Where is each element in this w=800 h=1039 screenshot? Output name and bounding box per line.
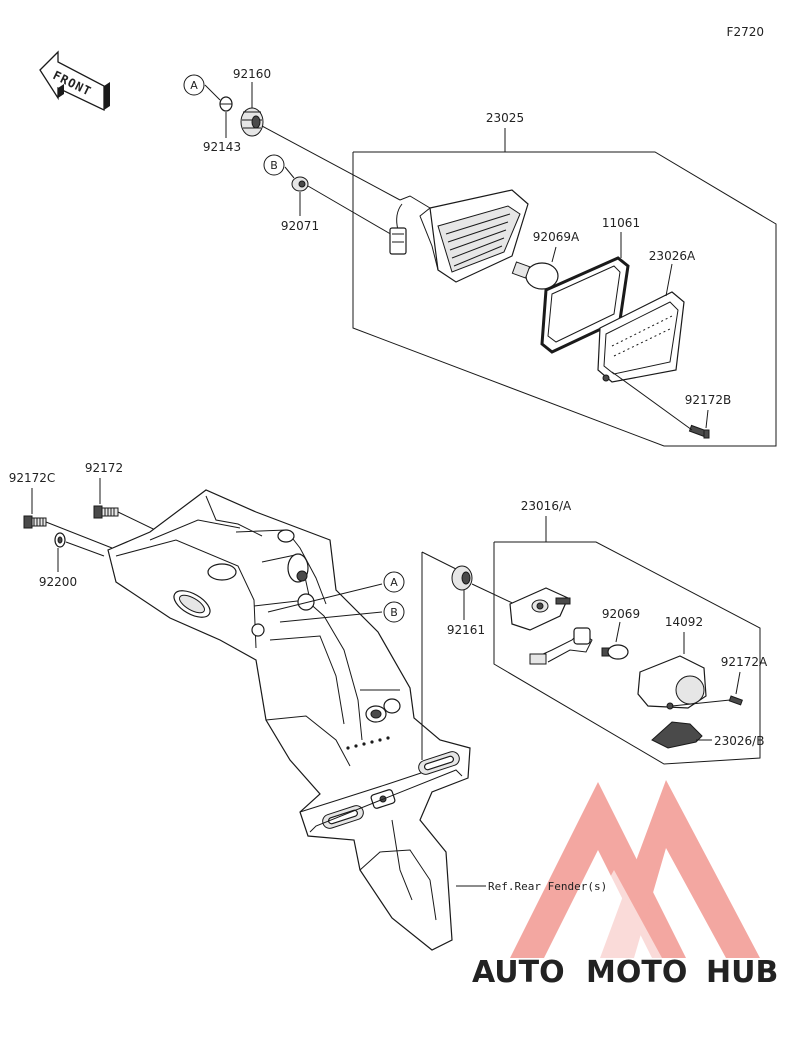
label-92172C: 92172C	[9, 471, 56, 485]
tail-light-housing	[389, 189, 529, 283]
lens-14092	[637, 655, 707, 710]
label-92172A: 92172A	[721, 655, 768, 669]
label-92172: 92172	[85, 461, 123, 475]
front-arrow-icon: FRONT	[39, 50, 110, 112]
label-11061: 11061	[602, 216, 640, 230]
screw-92172A	[728, 695, 743, 706]
svg-text:B: B	[390, 606, 398, 619]
license-light-holder	[509, 587, 571, 631]
label-92172B: 92172B	[685, 393, 731, 407]
ref-rear-fender-label: Ref.Rear Fender(s)	[488, 880, 607, 893]
label-92069A: 92069A	[533, 230, 580, 244]
label-92143: 92143	[203, 140, 241, 154]
svg-text:B: B	[270, 159, 278, 172]
label-23026A: 23026A	[649, 249, 696, 263]
callout-b-lower: B	[383, 601, 405, 623]
grommet-92161	[451, 565, 473, 591]
label-92200: 92200	[39, 575, 77, 589]
svg-text:MOTO: MOTO	[586, 955, 687, 990]
lens-23026A	[597, 291, 685, 383]
label-23016A: 23016/A	[521, 499, 572, 513]
label-14092: 14092	[665, 615, 703, 629]
figure-code: F2720	[727, 25, 764, 39]
rear-fender-bracket	[107, 489, 471, 951]
bulb-92069	[601, 644, 629, 660]
grommet-92071	[291, 176, 309, 192]
collar-92143	[219, 96, 233, 112]
grommet-92160	[240, 107, 264, 137]
svg-text:A: A	[390, 576, 398, 589]
watermark-logo	[510, 780, 760, 958]
lens-23026B	[651, 721, 703, 749]
bulb-92069A	[511, 261, 559, 290]
svg-text:HUB: HUB	[706, 955, 778, 990]
label-92071: 92071	[281, 219, 319, 233]
screw-92172B	[688, 424, 710, 439]
assembly-23016A-frame	[493, 541, 761, 765]
assembly-23025-frame	[352, 151, 777, 447]
bolt-92172	[93, 505, 119, 519]
callout-a-lower: A	[383, 571, 405, 593]
callout-b-top: B	[263, 154, 285, 176]
label-23026B: 23026/B	[714, 734, 764, 748]
label-92160: 92160	[233, 67, 271, 81]
logo-triangle-right	[600, 780, 760, 958]
washer-92200	[54, 532, 66, 548]
svg-text:AUTO: AUTO	[472, 955, 565, 990]
label-92069: 92069	[602, 607, 640, 621]
bolt-92172C	[23, 515, 47, 529]
callout-a-top: A	[183, 74, 205, 96]
label-23025: 23025	[486, 111, 524, 125]
svg-text:A: A	[190, 79, 198, 92]
license-light-socket	[529, 627, 593, 665]
watermark-text: AUTO MOTO HUB	[472, 955, 778, 990]
label-92161: 92161	[447, 623, 485, 637]
